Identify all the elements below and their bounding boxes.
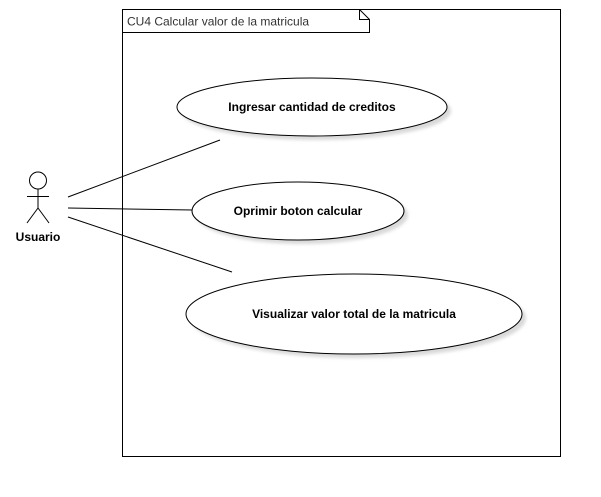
- use-case-oprimir-boton[interactable]: Oprimir boton calcular: [191, 181, 408, 244]
- associations: [67, 139, 233, 273]
- association-line[interactable]: [67, 139, 221, 198]
- system-title-tab-fold: [359, 9, 370, 20]
- use-case-ellipse: [185, 273, 523, 355]
- use-case-visualizar-valor[interactable]: Visualizar valor total de la matricula: [185, 273, 526, 358]
- use-case-label: Oprimir boton calcular: [234, 204, 363, 218]
- system-title-tab: [122, 9, 370, 33]
- use-case-ellipse: [191, 181, 405, 241]
- association-line[interactable]: [67, 207, 193, 211]
- association-line[interactable]: [67, 216, 233, 273]
- use-case-label: Ingresar cantidad de creditos: [228, 100, 396, 114]
- use-case-ellipse: [176, 77, 448, 137]
- actor-usuario[interactable]: Usuario: [16, 171, 61, 244]
- system-title: CU4 Calcular valor de la matricula: [127, 15, 309, 29]
- use-case-label: Visualizar valor total de la matricula: [252, 307, 456, 321]
- use-case-ingresar-creditos[interactable]: Ingresar cantidad de creditos: [176, 77, 451, 140]
- actor-label: Usuario: [16, 230, 61, 244]
- stick-figure-icon: [26, 171, 50, 224]
